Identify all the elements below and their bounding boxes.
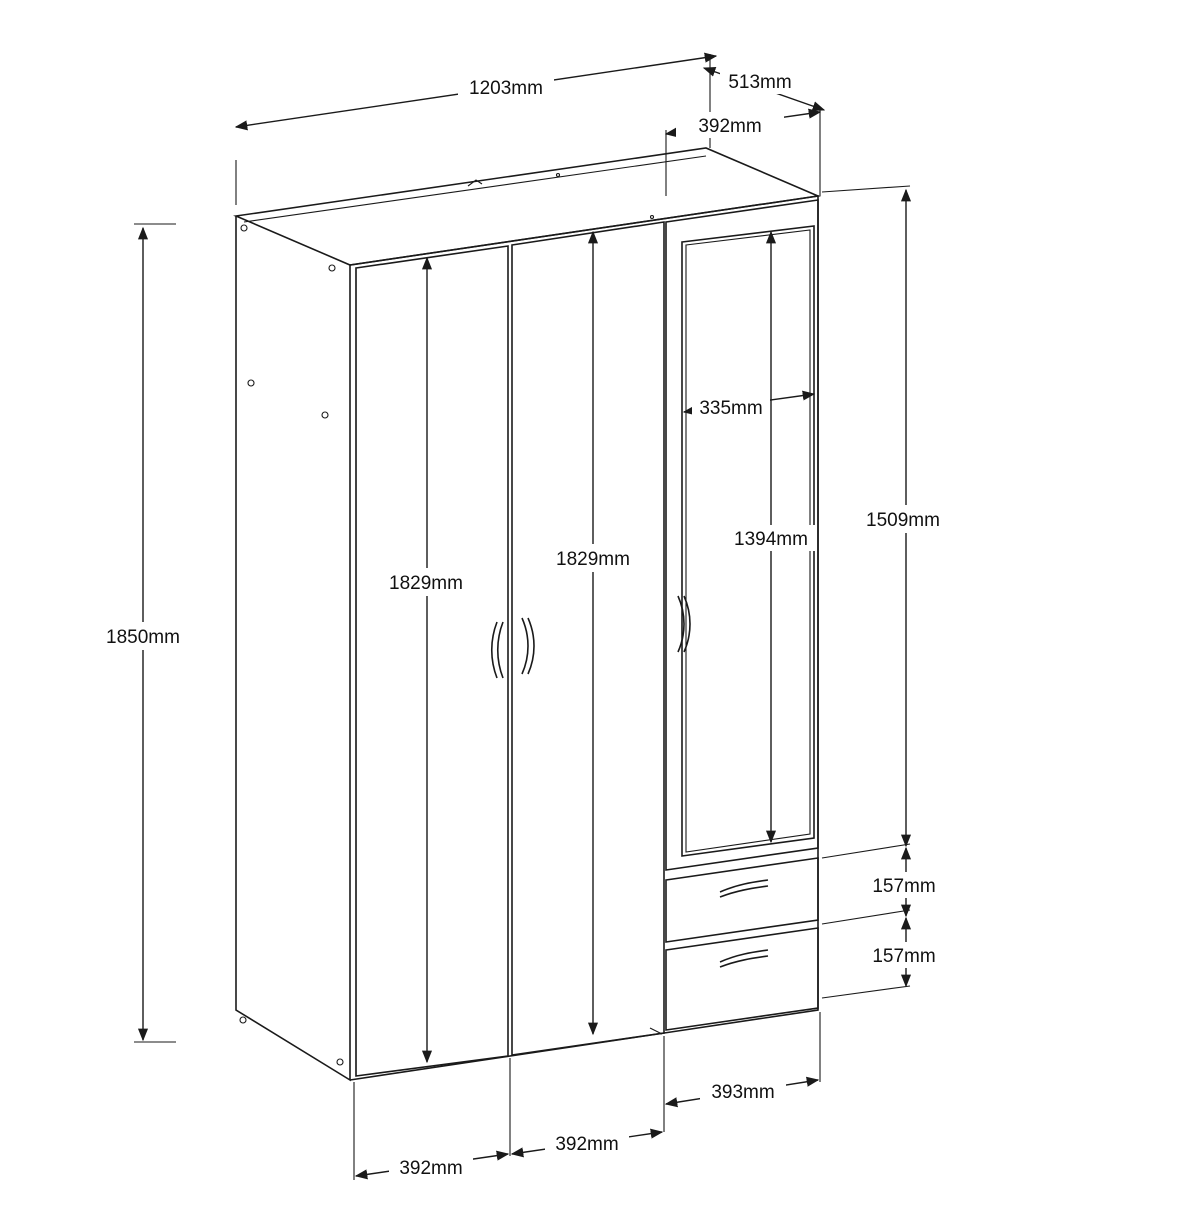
right-mirror-door: [665, 199, 819, 871]
label-depth: 513mm: [728, 72, 791, 93]
label-masks: [95, 70, 949, 1181]
label-top-right-width: 392mm: [698, 116, 761, 137]
side-panel-hole: [240, 224, 248, 232]
dimension-lines: [137, 52, 912, 1180]
drawer-bottom: [665, 927, 819, 1031]
side-panel-hole: [328, 264, 336, 272]
label-door-left-height: 1829mm: [389, 573, 463, 594]
wardrobe: [233, 147, 821, 1082]
wardrobe-front-frame: [349, 195, 819, 1081]
label-mirror-width: 335mm: [699, 398, 762, 419]
door-handle-middle: [521, 617, 535, 675]
left-door: [355, 245, 509, 1077]
wardrobe-left-side-panel: [235, 216, 351, 1082]
label-width-total: 1203mm: [469, 78, 543, 99]
label-bottom-left-width: 392mm: [399, 1158, 462, 1179]
label-height-total: 1850mm: [106, 627, 180, 648]
label-bottom-middle-width: 392mm: [555, 1134, 618, 1155]
side-panel-hole: [336, 1058, 344, 1066]
label-door-middle-height: 1829mm: [556, 549, 630, 570]
label-drawer-bottom-height: 157mm: [872, 946, 935, 967]
label-bottom-right-width: 393mm: [711, 1082, 774, 1103]
label-right-upper-height: 1509mm: [866, 510, 940, 531]
side-panel-hole: [247, 379, 255, 387]
drawer-handle-top: [719, 879, 769, 898]
door-handle-left: [490, 621, 504, 679]
label-mirror-height: 1394mm: [734, 529, 808, 550]
wardrobe-top-panel: [233, 147, 821, 266]
side-panel-hole: [321, 411, 329, 419]
middle-door: [511, 221, 665, 1056]
dimension-labels: 1203mm 513mm 392mm 1850mm 1829mm 1829mm …: [106, 72, 940, 1179]
top-fitting: [467, 179, 483, 187]
side-panel-hole: [239, 1016, 247, 1024]
door-handle-right: [677, 595, 691, 653]
drawer-top: [665, 857, 819, 943]
label-drawer-top-height: 157mm: [872, 876, 935, 897]
drawer-handle-bottom: [719, 949, 769, 968]
